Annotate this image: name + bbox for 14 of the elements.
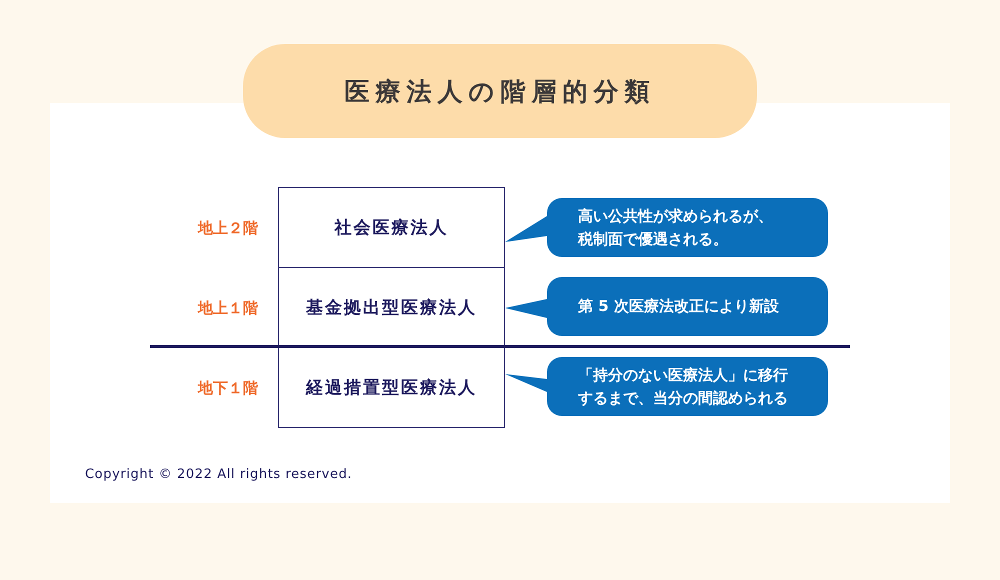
tier-box: 経過措置型医療法人	[278, 347, 505, 428]
speech-bubble: 「持分のない医療法人」に移行するまで、当分の間認められる	[547, 357, 828, 416]
title-banner: 医療法人の階層的分類	[243, 44, 757, 138]
bubble-tail	[505, 299, 547, 318]
tier-box: 社会医療法人	[278, 187, 505, 268]
tier-box: 基金拠出型医療法人	[278, 267, 505, 348]
bubble-tail	[505, 374, 547, 392]
floor-label: 地上２階	[198, 218, 258, 238]
floor-label: 地上１階	[198, 298, 258, 318]
bubble-tail	[505, 216, 547, 242]
floor-label: 地下１階	[198, 378, 258, 398]
copyright-text: Copyright © 2022 All rights reserved.	[85, 466, 352, 484]
speech-bubble: 高い公共性が求められるが、税制面で優遇される。	[547, 198, 828, 257]
speech-bubble: 第 5 次医療法改正により新設	[547, 277, 828, 336]
